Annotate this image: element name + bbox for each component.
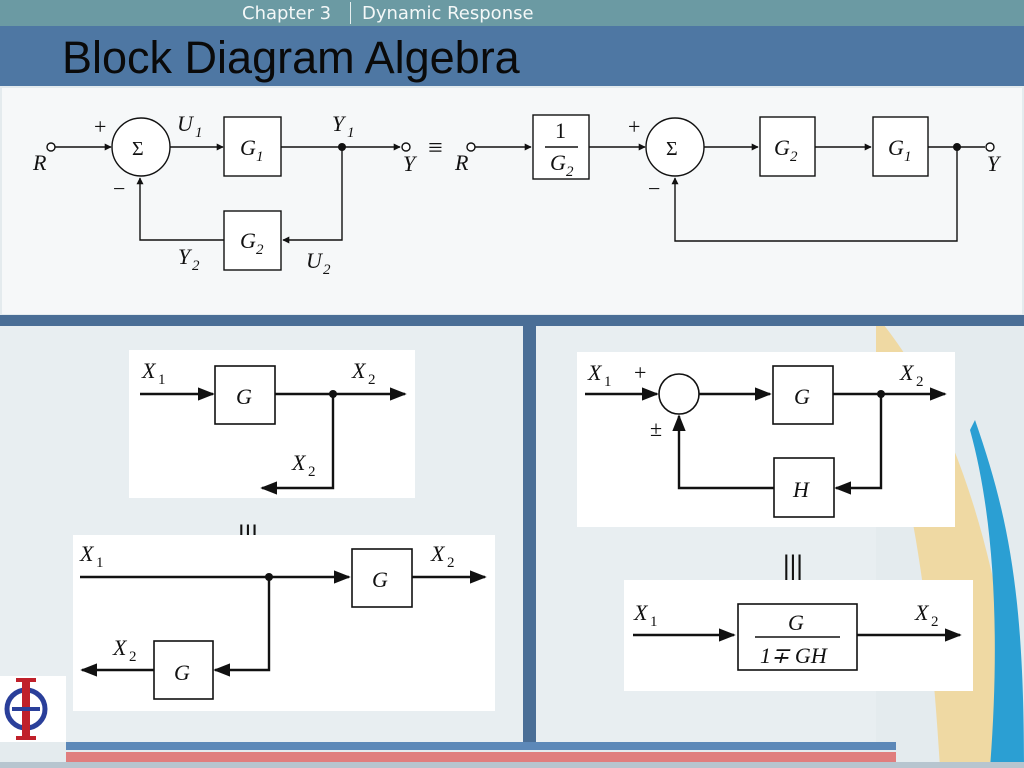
label-y-2: Y — [987, 151, 1002, 176]
label-x2-b: X — [430, 541, 446, 566]
title-bar: Block Diagram Algebra — [0, 26, 1024, 86]
label-r: R — [32, 150, 47, 175]
chapter-label: Chapter 3 — [242, 3, 332, 24]
block-g1 — [223, 116, 282, 177]
label-x2b-a: X — [291, 450, 307, 475]
label-x1-c-sub: 1 — [604, 374, 612, 390]
label-y: Y — [403, 151, 418, 176]
label-g2-b: G — [774, 135, 790, 160]
label-x1-b: X — [79, 541, 95, 566]
top-left-diagram — [46, 116, 411, 271]
label-x2b-a-sub: 2 — [308, 464, 316, 480]
label-x2-b-sub: 2 — [447, 555, 455, 571]
footer-bar-blue — [66, 742, 896, 750]
page-title: Block Diagram Algebra — [62, 32, 520, 83]
label-x1-b-sub: 1 — [96, 555, 104, 571]
label-g2-b-sub: 2 — [790, 149, 798, 165]
label-u2-sub: 2 — [323, 262, 331, 278]
header-bar: Chapter 3 Dynamic Response — [0, 0, 1024, 26]
label-x2-d: X — [914, 600, 930, 625]
label-g2-sub: 2 — [256, 242, 264, 258]
label-g-b: G — [372, 567, 388, 592]
panel-right-diagram-a — [577, 352, 955, 527]
label-g2: G — [240, 228, 256, 253]
block-g2 — [223, 210, 282, 271]
label-one: 1 — [555, 118, 566, 143]
sign-minus: − — [113, 176, 125, 201]
sign-plus: + — [94, 114, 106, 139]
label-g-c: G — [794, 384, 810, 409]
label-h: H — [792, 477, 810, 502]
pickoff-point-2 — [953, 143, 961, 151]
pickoff-a — [329, 390, 337, 398]
sign-pm: ± — [650, 416, 662, 441]
pickoff-b — [265, 573, 273, 581]
label-x2-c-sub: 2 — [916, 374, 924, 390]
label-u2: U — [306, 248, 324, 273]
sigma-symbol-2: Σ — [666, 138, 678, 160]
college-logo — [0, 676, 66, 742]
decor-swoosh-blue — [970, 420, 1024, 768]
slide-canvas: R + − Σ U 1 G 1 Y 1 Y G 2 Y 2 U 2 ≡ R 1 — [0, 86, 1024, 768]
label-x1-d: X — [633, 600, 649, 625]
block-g-a — [214, 365, 276, 425]
label-den: 1∓ GH — [760, 643, 828, 668]
block-g2-b — [759, 116, 816, 177]
label-num-g: G — [788, 610, 804, 635]
label-y1-sub: 1 — [347, 125, 355, 141]
summing-junction-3 — [658, 373, 700, 415]
divider-horizontal — [0, 315, 1024, 326]
block-g1-b — [872, 116, 929, 177]
pickoff-point — [338, 143, 346, 151]
label-r2: R — [454, 150, 469, 175]
equivalence-symbol: ≡ — [428, 133, 443, 162]
label-x1-a-sub: 1 — [158, 372, 166, 388]
label-x2-c: X — [899, 360, 915, 385]
label-x2-a-sub: 2 — [368, 372, 376, 388]
sign-plus-2: + — [628, 114, 640, 139]
label-g-b2: G — [174, 660, 190, 685]
label-x2-a: X — [351, 358, 367, 383]
label-g-a: G — [236, 384, 252, 409]
block-g-b2 — [153, 640, 214, 700]
label-x2b-b: X — [112, 635, 128, 660]
label-u1-sub: 1 — [195, 125, 203, 141]
label-x2b-b-sub: 2 — [129, 649, 137, 665]
label-g1-sub: 1 — [256, 149, 264, 165]
input-node-r — [46, 142, 56, 152]
sign-minus-2: − — [648, 176, 660, 201]
output-node-y — [401, 142, 411, 152]
label-g2-den: G — [550, 150, 566, 175]
label-y2-sub: 2 — [192, 258, 200, 274]
label-u1: U — [177, 111, 195, 136]
section-label: Dynamic Response — [362, 3, 534, 24]
label-g1-b-sub: 1 — [904, 149, 912, 165]
label-g1-b: G — [888, 135, 904, 160]
footer-bar-red — [66, 752, 896, 762]
label-g1: G — [240, 135, 256, 160]
sign-plus-3: + — [634, 360, 646, 385]
label-y1: Y — [332, 111, 347, 136]
label-y2: Y — [178, 244, 193, 269]
divider-vertical — [523, 326, 536, 746]
top-diagram-panel — [2, 88, 1022, 314]
label-g2-den-sub: 2 — [566, 164, 574, 180]
label-x2-d-sub: 2 — [931, 614, 939, 630]
sigma-symbol: Σ — [132, 138, 144, 160]
header-divider — [350, 2, 351, 24]
equiv-right: ||| — [783, 549, 803, 582]
label-x1-a: X — [141, 358, 157, 383]
output-node-y2 — [985, 142, 995, 152]
panel-left-diagram-b — [73, 535, 495, 711]
footer-strip — [0, 762, 1024, 768]
label-x1-d-sub: 1 — [650, 614, 658, 630]
top-right-diagram — [466, 114, 995, 242]
label-x1-c: X — [587, 360, 603, 385]
pickoff-c — [877, 390, 885, 398]
